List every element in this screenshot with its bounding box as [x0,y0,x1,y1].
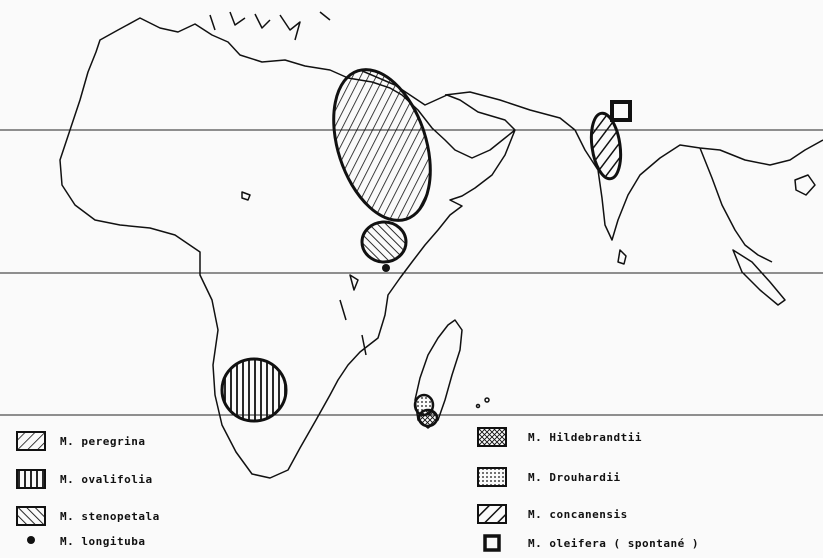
legend-label-longituba: M. longituba [60,534,146,548]
legend-item-stenopetala: M. stenopetala [16,503,160,529]
swatch-longituba [27,536,35,544]
range-madagascar-species [413,393,439,428]
coastline-islands [241,191,367,356]
coastline-borneo [794,174,816,196]
legend-item-hildebrandtii: M. Hildebrandtii [470,424,642,450]
legend-item-concanensis: M. concanensis [470,501,628,527]
legend-label-stenopetala: M. stenopetala [60,509,160,523]
range-ovalifolia [220,357,288,423]
coastline-india [444,91,823,241]
coastlines [59,11,823,479]
island-mascarene-2 [475,403,481,409]
legend-label-drouhardii: M. Drouhardii [528,470,621,484]
legend-item-drouhardii: M. Drouhardii [470,464,621,490]
legend-item-longituba: M. longituba [16,528,145,554]
swatch-peregrina [16,431,46,451]
legend-label-concanensis: M. concanensis [528,507,628,521]
marker-oleifera [610,100,632,122]
legend-item-ovalifolia: M. ovalifolia [16,466,153,492]
legend-label-peregrina: M. peregrina [60,434,146,448]
coastline-sumatra [732,249,786,306]
coastline-europe-fragments [209,11,331,41]
island-mascarene-1 [484,397,490,403]
swatch-drouhardii [477,467,507,487]
legend-label-hildebrandtii: M. Hildebrandtii [528,430,642,444]
swatch-oleifera [483,534,501,552]
legend-item-oleifera: M. oleifera ( spontané ) [470,530,699,556]
swatch-ovalifolia [16,469,46,489]
coastline-southeast-asia [699,147,773,263]
legend-item-peregrina: M. peregrina [16,428,145,454]
legend-label-oleifera: M. oleifera ( spontané ) [528,536,699,550]
range-peregrina [332,68,432,222]
coastline-sri-lanka [617,249,627,265]
marker-longituba [382,264,390,272]
swatch-stenopetala [16,506,46,526]
range-stenopetala [360,220,408,264]
range-concanensis [589,111,623,181]
coastline-africa-asia [59,17,516,479]
swatch-concanensis [477,504,507,524]
swatch-hildebrandtii [477,427,507,447]
legend-label-ovalifolia: M. ovalifolia [60,472,153,486]
